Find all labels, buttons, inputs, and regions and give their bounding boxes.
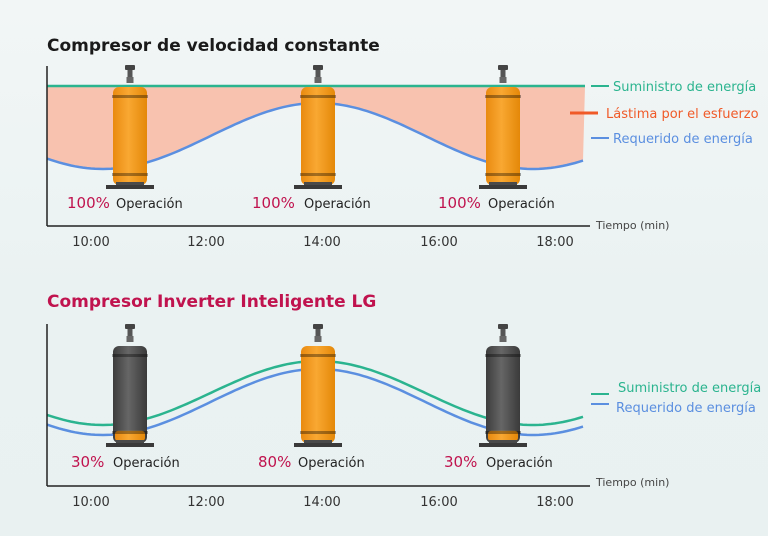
time-tick-label: 10:00: [72, 235, 109, 250]
compressor-group: [106, 65, 527, 189]
constant-speed-title: Compresor de velocidad constante: [47, 36, 380, 56]
operation-percent: 100%: [438, 194, 481, 212]
time-tick-label: 14:00: [303, 495, 340, 510]
compressor-pipe: [315, 326, 321, 340]
compressor-neck: [126, 336, 134, 342]
time-ticks: 10:00 12:00 14:00 16:00 18:00: [72, 235, 573, 250]
compressor-band: [485, 95, 521, 98]
operation-label: Operación: [488, 197, 555, 212]
compressor-band: [300, 354, 336, 357]
compressor-pipe: [500, 326, 506, 340]
compressor-band: [300, 95, 336, 98]
time-tick-label: 16:00: [420, 235, 457, 250]
operation-label: Operación: [116, 197, 183, 212]
compressor-neck: [499, 77, 507, 83]
legend-supply: Suministro de energía: [613, 80, 756, 95]
legend-demand: Requerido de energía: [613, 132, 753, 147]
compressor-band: [485, 354, 521, 357]
compressor-valve: [125, 324, 135, 329]
compressor: [479, 65, 527, 189]
compressor: [106, 65, 154, 189]
operation-label: Operación: [113, 456, 180, 471]
time-axis-unit: Tiempo (min): [595, 219, 669, 232]
compressor-foot: [304, 440, 332, 443]
legend-demand: Requerido de energía: [616, 401, 756, 416]
compressor-body: [486, 87, 520, 185]
operation-label: Operación: [304, 197, 371, 212]
compressor-foot: [489, 440, 517, 443]
compressor-band: [112, 173, 148, 176]
compressor: [106, 324, 154, 447]
compressor-neck: [314, 336, 322, 342]
compressor: [294, 65, 342, 189]
compressor-band: [112, 354, 148, 357]
compressor: [479, 324, 527, 447]
compressor-base: [479, 443, 527, 447]
compressor-fill: [488, 430, 518, 441]
operation-label: Operación: [298, 456, 365, 471]
compressor-foot: [116, 182, 144, 185]
compressor-valve: [313, 324, 323, 329]
compressor-foot: [489, 182, 517, 185]
compressor-base: [106, 443, 154, 447]
compressor-base: [294, 443, 342, 447]
compressor: [294, 324, 342, 447]
operation-labels: 100% Operación 100% Operación 100% Operación: [67, 194, 555, 212]
compressor-valve: [498, 324, 508, 329]
operation-percent: 100%: [252, 194, 295, 212]
compressor-band: [485, 173, 521, 176]
compressor-group: [106, 324, 527, 447]
operation-labels: 30% Operación 80% Operación 30% Operación: [71, 453, 553, 471]
time-tick-label: 18:00: [536, 495, 573, 510]
compressor-band: [112, 431, 148, 434]
compressor-body: [486, 346, 520, 443]
operation-percent: 30%: [444, 453, 477, 471]
time-tick-label: 18:00: [536, 235, 573, 250]
compressor-valve: [498, 65, 508, 70]
compressor-foot: [304, 182, 332, 185]
compressor-fill: [115, 430, 145, 441]
time-ticks: 10:00 12:00 14:00 16:00 18:00: [72, 495, 573, 510]
compressor-pipe: [500, 67, 506, 81]
compressor-band: [112, 95, 148, 98]
compressor-pipe: [315, 67, 321, 81]
compressor-valve: [313, 65, 323, 70]
constant-speed-panel: Compresor de velocidad constante 10:00 12…: [46, 36, 759, 250]
compressor-band: [485, 431, 521, 434]
compressor-neck: [126, 77, 134, 83]
operation-percent: 100%: [67, 194, 110, 212]
compressor-foot: [116, 440, 144, 443]
compressor-body: [113, 87, 147, 185]
time-tick-label: 16:00: [420, 495, 457, 510]
inverter-title: Compresor Inverter Inteligente LG: [47, 292, 376, 312]
legend-waste: Lástima por el esfuerzo: [606, 107, 759, 122]
compressor-body: [113, 346, 147, 443]
time-axis-unit: Tiempo (min): [595, 476, 669, 489]
operation-percent: 30%: [71, 453, 104, 471]
compressor-neck: [314, 77, 322, 83]
compressor-valve: [125, 65, 135, 70]
time-tick-label: 10:00: [72, 495, 109, 510]
compressor-neck: [499, 336, 507, 342]
compressor-body: [301, 346, 335, 443]
compressor-base: [479, 185, 527, 189]
compressor-pipe: [127, 67, 133, 81]
compressor-body: [301, 87, 335, 185]
compressor-band: [300, 431, 336, 434]
time-tick-label: 12:00: [187, 495, 224, 510]
operation-label: Operación: [486, 456, 553, 471]
time-tick-label: 12:00: [187, 235, 224, 250]
compressor-base: [294, 185, 342, 189]
operation-percent: 80%: [258, 453, 291, 471]
time-tick-label: 14:00: [303, 235, 340, 250]
compressor-pipe: [127, 326, 133, 340]
compressor-band: [300, 173, 336, 176]
legend-supply: Suministro de energía: [618, 381, 761, 396]
compressor-base: [106, 185, 154, 189]
